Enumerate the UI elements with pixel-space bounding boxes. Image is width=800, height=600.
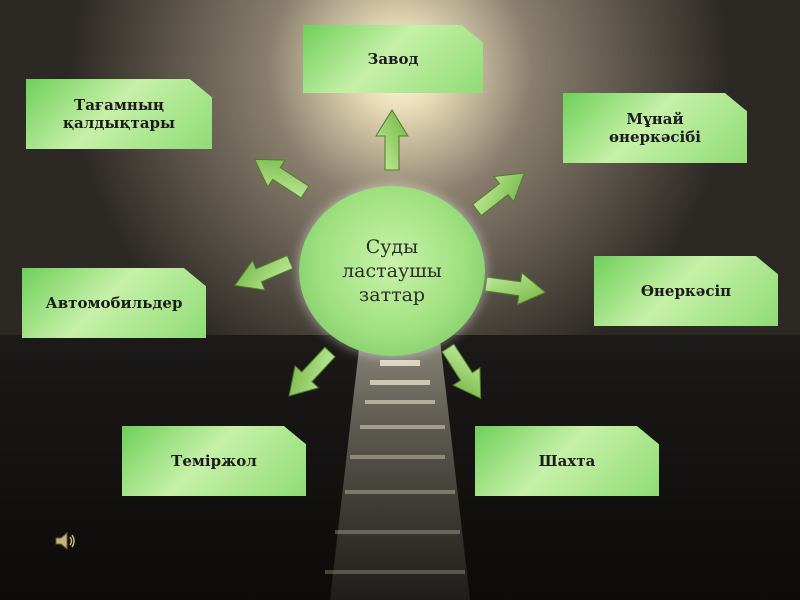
node-zavod-label: Завод (367, 50, 419, 68)
node-tagam-line-1: Тағамның (74, 96, 164, 114)
node-munai-line-2: өнеркәсібі (609, 128, 701, 146)
node-onerkasip-label: Өнеркәсіп (640, 282, 732, 300)
node-zavod: Завод (303, 25, 483, 93)
node-avto: Автомобильдер (22, 268, 206, 338)
node-tagam: Тағамның қалдықтары (26, 79, 212, 149)
node-avto-label: Автомобильдер (45, 294, 183, 312)
speaker-icon[interactable] (54, 530, 78, 552)
node-shahta: Шахта (475, 426, 659, 496)
center-node: Суды ластаушы заттар (299, 186, 485, 356)
node-tagam-line-2: қалдықтары (62, 114, 176, 132)
center-line-2: ластаушы (342, 260, 442, 282)
center-line-1: Суды (365, 236, 419, 258)
node-temirzhol-label: Теміржол (171, 452, 257, 470)
node-munai-line-1: Мұнай (626, 110, 684, 128)
center-line-3: заттар (358, 284, 426, 306)
node-shahta-label: Шахта (538, 452, 596, 470)
node-munai: Мұнай өнеркәсібі (563, 93, 747, 163)
node-temirzhol: Теміржол (122, 426, 306, 496)
node-onerkasip: Өнеркәсіп (594, 256, 778, 326)
